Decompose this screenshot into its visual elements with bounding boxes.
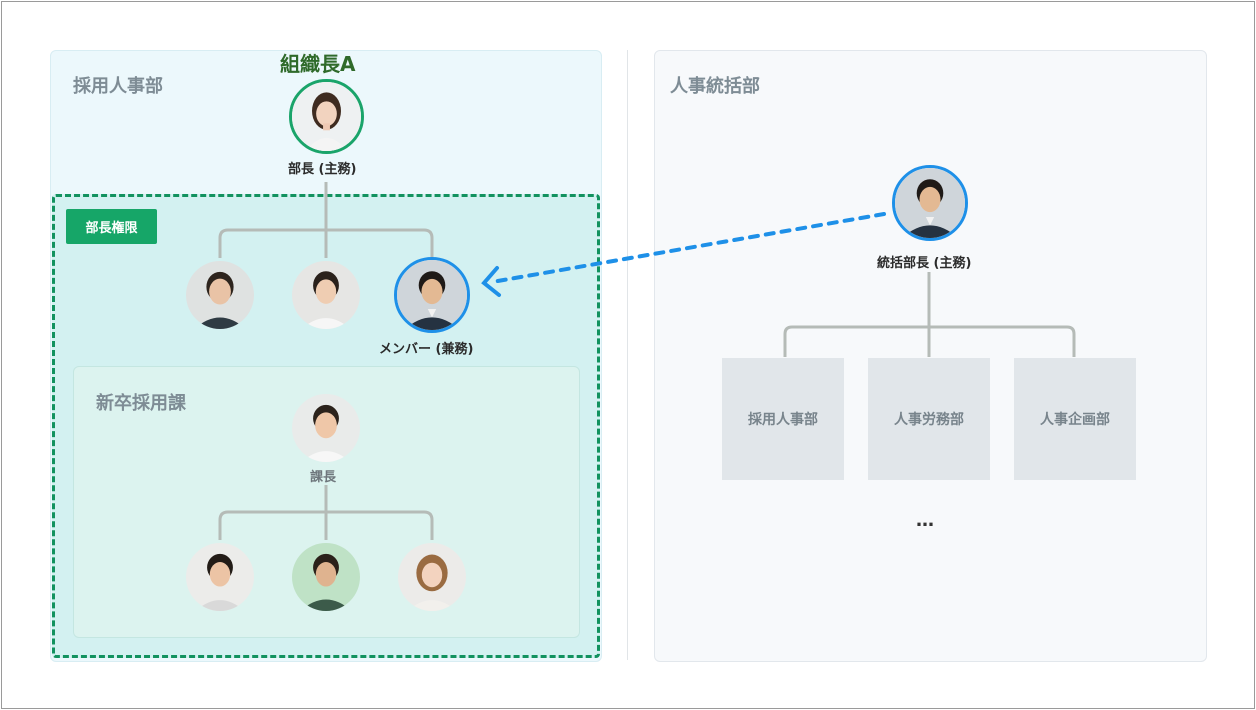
section-head-caption: 課長	[310, 470, 337, 485]
right-department-panel	[654, 50, 1207, 662]
section-member-avatar-2	[292, 543, 360, 611]
department-head-caption: 部長 (主務)	[288, 162, 357, 177]
member-avatar-2	[292, 261, 360, 329]
department-head-avatar	[289, 79, 364, 154]
member-avatar-1	[186, 261, 254, 329]
general-manager-avatar	[892, 165, 968, 241]
general-manager-caption: 統括部長 (主務)	[877, 256, 972, 271]
unit-box-1: 採用人事部	[722, 358, 844, 480]
panel-divider	[627, 50, 628, 660]
section-member-avatar-3	[398, 543, 466, 611]
sub-dept-title: 新卒採用課	[96, 393, 186, 414]
section-member-avatar-1	[186, 543, 254, 611]
more-units-ellipsis: …	[916, 510, 934, 531]
concurrent-member-avatar	[394, 257, 470, 333]
right-dept-title: 人事統括部	[670, 76, 760, 97]
authority-badge: 部長権限	[66, 209, 157, 244]
org-head-label: 組織長A	[280, 52, 356, 76]
section-head-avatar	[292, 394, 360, 462]
left-dept-title: 採用人事部	[73, 76, 163, 97]
unit-box-3: 人事企画部	[1014, 358, 1136, 480]
unit-box-2: 人事労務部	[868, 358, 990, 480]
concurrent-member-caption: メンバー (兼務)	[379, 342, 474, 357]
